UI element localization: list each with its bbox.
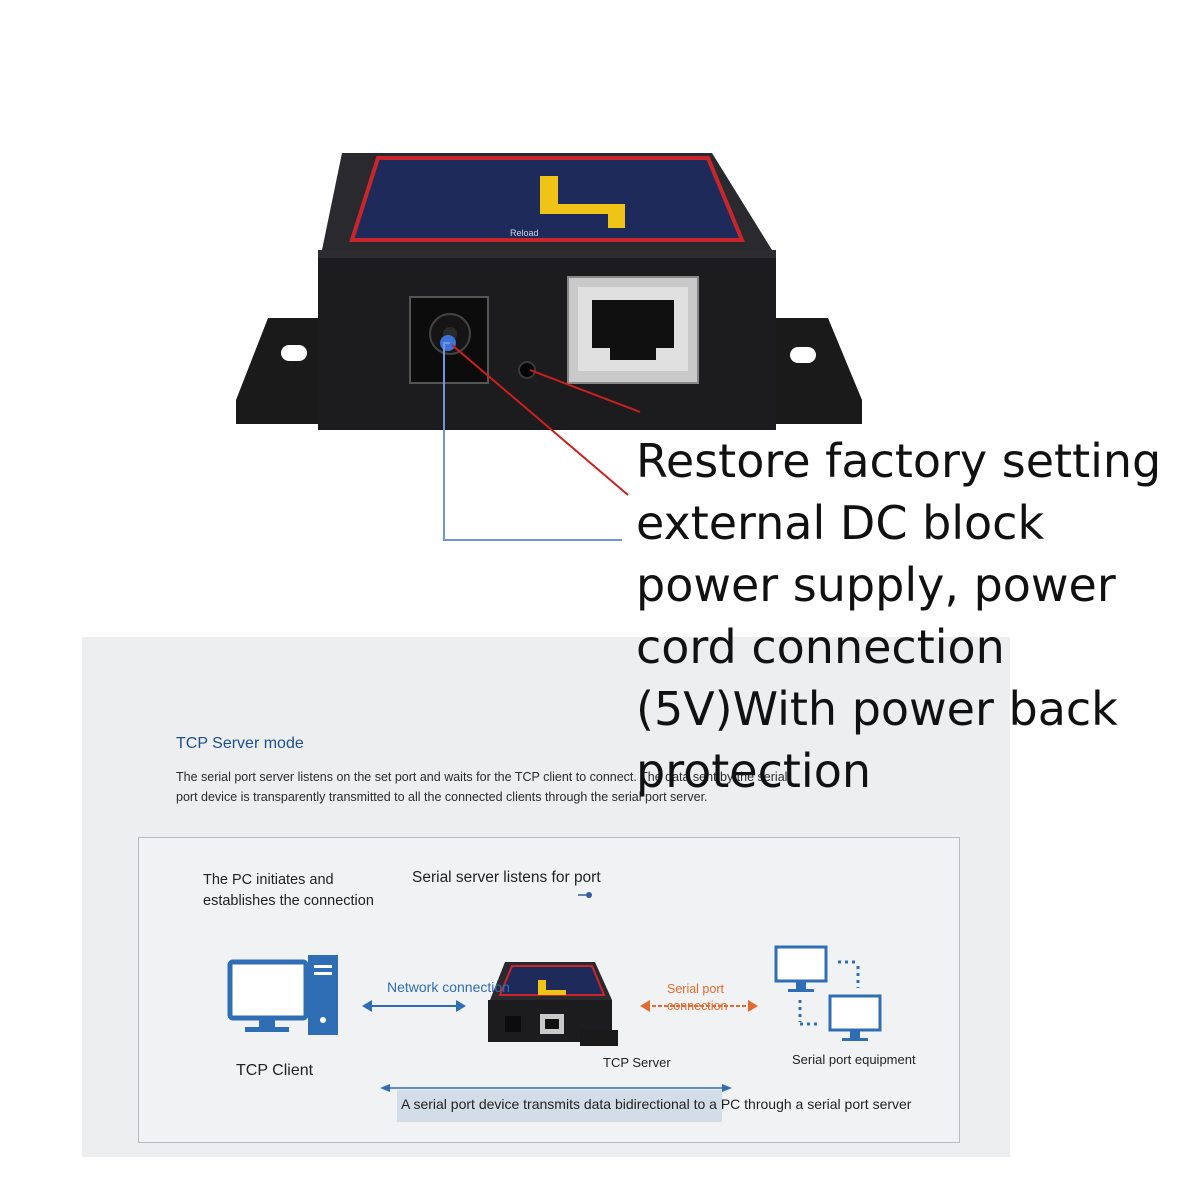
bidirectional-highlight [397,1090,722,1122]
right-ear-hole [790,347,816,363]
bidirectional-caption: A serial port device transmits data bidi… [401,1096,912,1112]
tcp-mode-description: The serial port server listens on the se… [176,770,788,804]
right-mounting-ear [776,318,862,424]
callout-line: cord connection [636,620,1005,674]
tcp-mode-title: TCP Server mode [176,735,304,752]
leader-line-dc [443,342,622,541]
serial-port-line: Serial port [667,982,724,996]
leader-line-reset [529,369,641,413]
network-connection-label: Network connection [387,979,510,995]
pc-initiates-line: establishes the connection [203,893,374,909]
device-photo: Reload [236,153,862,541]
reset-button-hole [518,361,536,379]
tcp-server-label: TCP Server [603,1055,671,1070]
callout-line: external DC block [636,496,1045,550]
device-front-face [318,250,776,430]
serial-equipment-label: Serial port equipment [792,1052,916,1067]
leader-line-dc-red [451,344,629,496]
callout-line: protection [636,744,871,798]
callout-line: power supply, power [636,558,1116,612]
serial-port-connection-label: Serial port connection [667,981,727,1015]
serial-port-line: connection [667,999,728,1013]
left-mounting-ear [236,318,322,424]
pc-initiates-line: The PC initiates and [203,872,334,888]
callout-line: (5V)With power back [636,682,1118,736]
callout-text: Restore factory setting external DC bloc… [636,430,1196,802]
left-ear-hole [281,345,307,361]
callout-line: Restore factory setting [636,434,1162,488]
tcp-client-label: TCP Client [236,1062,314,1079]
pc-initiates-label: The PC initiates and establishes the con… [203,870,374,912]
serial-listens-label: Serial server listens for port [412,869,601,886]
reload-label: Reload [510,228,539,238]
label-yellow-trace [540,176,625,228]
